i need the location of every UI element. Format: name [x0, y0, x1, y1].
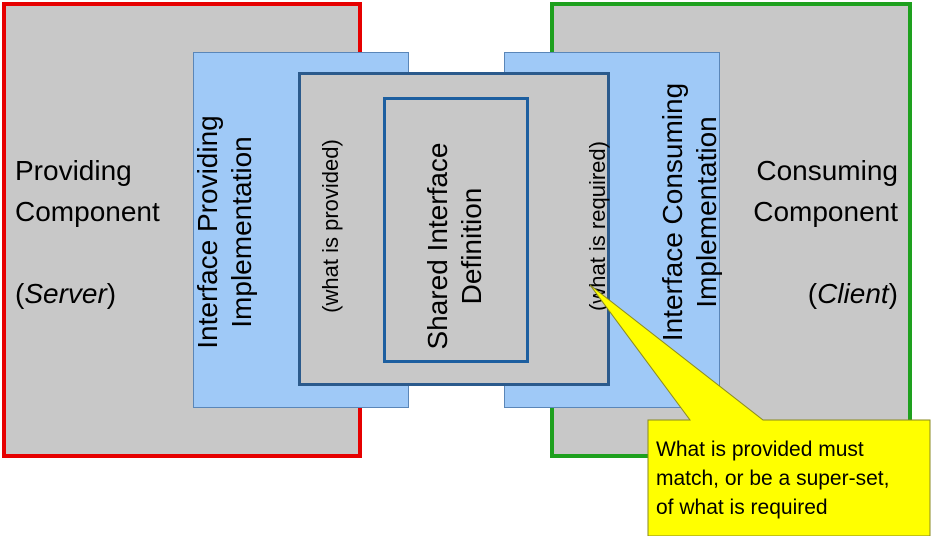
- client-role-text: Client: [817, 278, 889, 309]
- server-role: (Server): [15, 278, 117, 309]
- providing-component-label: Providing Component (Server): [15, 150, 160, 314]
- providing-component-line2: Component: [15, 196, 160, 227]
- consuming-component-line1: Consuming: [756, 155, 898, 186]
- client-role: (Client): [807, 278, 898, 309]
- providing-component-line1: Providing: [15, 155, 132, 186]
- shared-interface-definition-box: [383, 97, 529, 363]
- consuming-component-line2: Component: [753, 196, 898, 227]
- callout-text: What is provided must match, or be a sup…: [656, 438, 890, 519]
- callout-shape: [589, 284, 931, 536]
- consuming-component-label: Consuming Component (Client): [700, 150, 898, 314]
- server-role-text: Server: [24, 278, 107, 309]
